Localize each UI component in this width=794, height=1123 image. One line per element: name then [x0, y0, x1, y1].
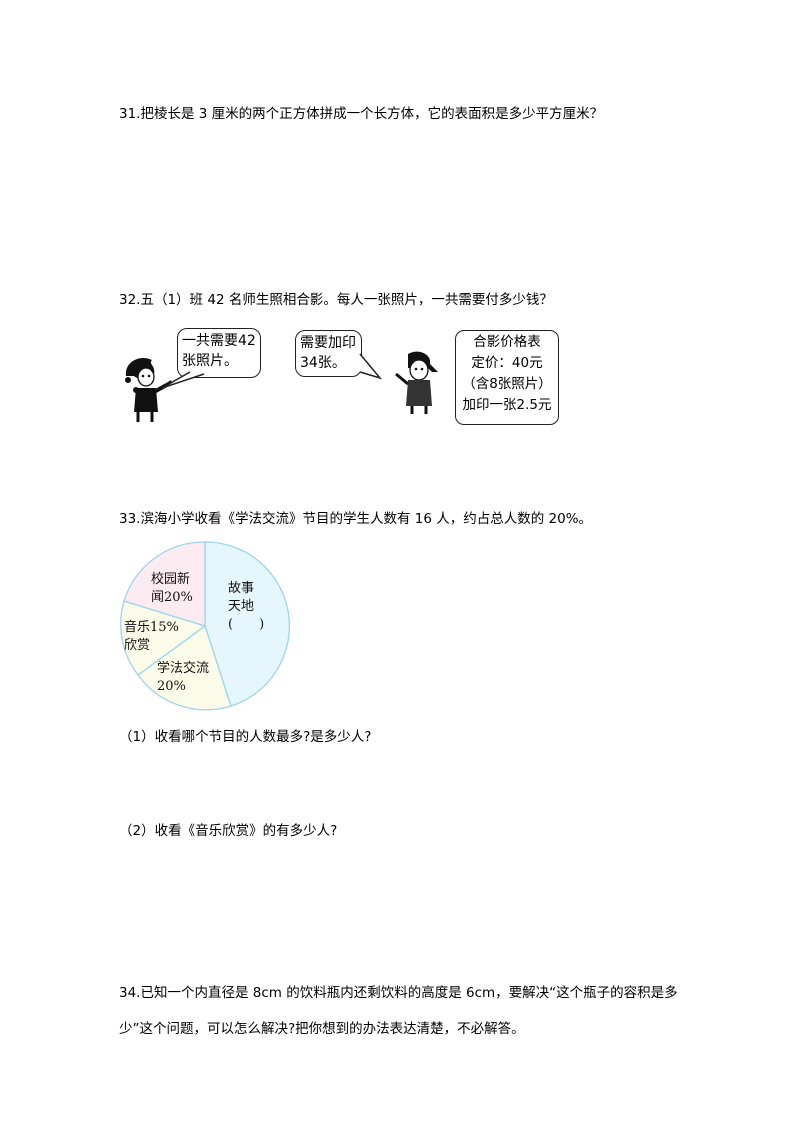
pie-label-music-line2: 欣赏 — [124, 638, 151, 653]
pie-label-campus-line1: 校园新 — [151, 572, 191, 587]
pie-label-music-line1: 音乐15% — [124, 620, 179, 635]
speech-bubble-middle: 需要加印 34张。 — [295, 330, 362, 377]
pie-chart: 校园新 闻20% 故事 天地 ( ) 音乐15% 欣赏 学法交流 20% — [118, 538, 298, 713]
girl-figure-left-icon — [125, 357, 173, 422]
pie-label-study-line2: 20% — [157, 679, 186, 694]
bubble-left-tail-icon — [161, 371, 205, 389]
question-33: 33.滨海小学收看《学法交流》节目的学生人数有 16 人，约占总人数的 20%。 — [119, 511, 593, 527]
bubble-left-line1: 一共需要42 — [182, 333, 256, 349]
pie-chart-graphic — [120, 541, 291, 711]
question-31: 31.把棱长是 3 厘米的两个正方体拼成一个长方体，它的表面积是多少平方厘米？ — [119, 106, 604, 122]
price-table-title: 合影价格表 — [473, 334, 541, 350]
pie-label-campus-news: 校园新 闻20% — [151, 571, 193, 607]
question-32: 32.五（1）班 42 名师生照相合影。每人一张照片，一共需要付多少钱？ — [119, 292, 553, 308]
pie-label-study-line1: 学法交流 — [157, 661, 210, 676]
pie-label-study: 学法交流 20% — [157, 660, 209, 696]
bubble-middle-line1: 需要加印 — [300, 335, 356, 351]
price-table: 合影价格表 定价：40元 （含8张照片） 加印一张2.5元 — [455, 330, 559, 425]
girl-figure-right-icon — [395, 351, 438, 414]
question-33-part-1: （1）收看哪个节目的人数最多?是多少人? — [119, 729, 372, 745]
question-33-part-2: （2）收看《音乐欣赏》的有多少人? — [119, 823, 338, 839]
bubble-middle-line2: 34张。 — [300, 355, 346, 371]
pie-label-campus-line2: 闻20% — [151, 590, 193, 605]
bubble-left-line2: 张照片。 — [182, 353, 238, 369]
price-table-extra-print: 加印一张2.5元 — [462, 397, 552, 413]
price-table-base-price: 定价：40元 — [471, 355, 543, 371]
question-34: 34.已知一个内直径是 8cm 的饮料瓶内还剩饮料的高度是 6cm，要解决“这个… — [119, 985, 678, 1037]
speech-bubble-left: 一共需要42 张照片。 — [177, 328, 261, 378]
pie-label-story: 故事 天地 ( ) — [228, 580, 264, 634]
bubble-middle-tail-icon — [359, 353, 383, 380]
pie-label-story-line1: 故事 — [228, 581, 255, 596]
price-table-includes: （含8张照片） — [462, 376, 552, 392]
pie-label-story-blank: ( ) — [228, 617, 265, 632]
pie-label-music: 音乐15% 欣赏 — [124, 619, 179, 655]
pie-label-story-line2: 天地 — [228, 599, 255, 614]
